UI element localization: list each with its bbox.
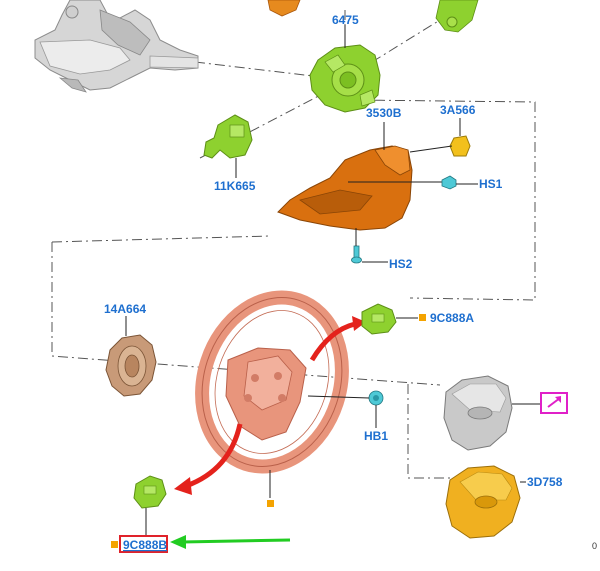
driver-airbag-module[interactable] xyxy=(443,375,540,451)
part-3530b-shroud[interactable] xyxy=(277,145,448,231)
part-14a664-clockspring[interactable] xyxy=(105,334,157,397)
label-hs1[interactable]: HS1 xyxy=(479,177,503,191)
label-hs2[interactable]: HS2 xyxy=(389,257,413,271)
arrow-left-green xyxy=(170,535,291,549)
part-hb1-bolt[interactable] xyxy=(307,390,384,406)
corner-text: 0 xyxy=(592,541,597,551)
red-arrow-upper xyxy=(309,316,366,362)
highlight-box-9c888b xyxy=(119,535,168,553)
label-11k665[interactable]: 11K665 xyxy=(214,179,256,193)
marker-square-9c888b xyxy=(111,541,118,548)
marker-square-9c888a xyxy=(419,314,426,321)
label-9c888a[interactable]: 9C888A xyxy=(430,311,474,325)
label-3a566[interactable]: 3A566 xyxy=(440,103,476,117)
upper-green-switch[interactable] xyxy=(435,0,479,33)
label-6475[interactable]: 6475 xyxy=(332,13,359,27)
part-9c888a-switch[interactable] xyxy=(361,303,397,335)
part-9c888b-switch[interactable] xyxy=(133,475,167,509)
red-arrow-lower xyxy=(174,423,243,495)
steering-column-assembly[interactable] xyxy=(34,0,199,93)
external-link-icon[interactable] xyxy=(540,392,568,414)
label-hb1[interactable]: HB1 xyxy=(364,429,388,443)
label-9c888b[interactable]: 9C888B xyxy=(123,538,167,552)
part-3d758-cover[interactable] xyxy=(445,465,521,539)
marker-square-wheel xyxy=(267,500,274,507)
part-hs1-screw[interactable] xyxy=(441,175,457,190)
label-3d758[interactable]: 3D758 xyxy=(527,475,563,489)
part-6475-switch[interactable] xyxy=(309,44,381,113)
upper-orange-part[interactable] xyxy=(267,0,301,17)
part-3a566[interactable] xyxy=(409,135,471,157)
label-14a664[interactable]: 14A664 xyxy=(104,302,146,316)
steering-wheel[interactable] xyxy=(181,279,363,485)
part-hs2-screw[interactable] xyxy=(351,228,362,264)
part-11k665-switch[interactable] xyxy=(203,114,253,159)
label-3530b[interactable]: 3530B xyxy=(366,106,402,120)
